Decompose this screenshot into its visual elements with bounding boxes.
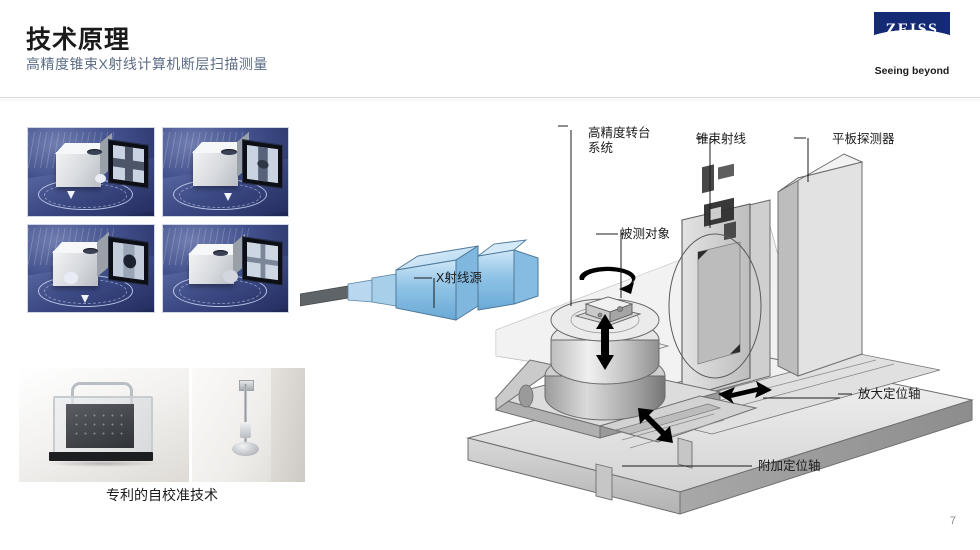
needle-base — [232, 442, 259, 456]
panel-direction-arrow — [66, 191, 75, 199]
calibration-panel-3 — [27, 223, 155, 313]
slide-header: 技术原理 高精度锥束X射线计算机断层扫描测量 ZEISS Seeing beyo… — [0, 0, 980, 102]
panel-direction-arrow — [223, 192, 232, 201]
photo-calibration-needle — [192, 368, 305, 482]
calibration-panel-2 — [161, 127, 289, 217]
header-divider-shadow — [0, 99, 980, 102]
auxiliary-axis-arrow — [638, 408, 673, 443]
zeiss-logo: ZEISS Seeing beyond — [864, 12, 960, 77]
panel-cube-artifact — [192, 150, 238, 186]
vertical-axis-arrow — [596, 314, 614, 370]
artifact-sphere-plate — [66, 404, 134, 448]
artifact-base-plate — [49, 452, 153, 461]
photo-calibration-artifact — [19, 368, 189, 482]
panel-detector — [242, 139, 283, 189]
label-source: X射线源 — [436, 271, 482, 285]
panel-detector — [107, 235, 149, 286]
zeiss-wordmark: ZEISS — [885, 21, 939, 38]
rotation-arrow — [579, 266, 636, 294]
leader-lines — [414, 125, 852, 467]
ct-system-diagram: 高精度转台 系统 锥束射线 平板探测器 被测对象 X射线源 放大定位轴 附加定位… — [300, 108, 980, 528]
panel-feature-marker — [94, 173, 106, 184]
panel-direction-arrow — [80, 294, 89, 303]
page-title: 技术原理 — [26, 26, 131, 54]
motion-arrows — [579, 266, 772, 443]
panel-cube-bore — [83, 248, 99, 255]
detector-radiograph — [702, 163, 736, 241]
calibration-panel-1 — [27, 127, 155, 217]
artifact-handle — [71, 382, 133, 405]
photo-backdrop-wall — [271, 368, 305, 482]
needle-collar — [240, 422, 251, 438]
rotary-table — [544, 296, 666, 421]
panel-cube-bore — [221, 149, 237, 156]
panel-cube-bore — [212, 249, 228, 256]
zeiss-tagline: Seeing beyond — [874, 65, 950, 77]
xray-source-tube — [300, 239, 539, 321]
panel-detector-image — [112, 144, 144, 184]
header-divider — [0, 97, 980, 98]
panel-cube-bore — [86, 149, 103, 156]
page-number: 7 — [949, 515, 956, 527]
artifact-shadow — [47, 460, 157, 467]
needle-shaft — [244, 384, 247, 446]
ct-diagram-svg — [300, 125, 974, 515]
panel-rotary-ring-inner — [178, 182, 262, 208]
calibration-photo-pair — [19, 368, 305, 482]
detector-assembly — [668, 153, 864, 399]
panel-detector-image — [112, 241, 144, 280]
panel-detector-image — [246, 241, 279, 280]
calibration-sequence-grid — [27, 127, 289, 313]
magnification-axis-arrow — [718, 381, 772, 404]
panel-detector-image — [246, 144, 279, 184]
label-rotary-stage: 高精度转台 系统 — [588, 126, 651, 155]
label-detector: 平板探测器 — [832, 132, 895, 146]
granite-base — [466, 353, 974, 515]
page-subtitle: 高精度锥束X射线计算机断层扫描测量 — [26, 56, 268, 72]
panel-feature-marker — [64, 271, 79, 284]
label-object: 被测对象 — [620, 227, 671, 241]
calibration-panel-4 — [161, 223, 289, 313]
label-magnification-axis: 放大定位轴 — [858, 387, 921, 401]
label-cone-beam: 锥束射线 — [696, 132, 747, 146]
label-auxiliary-axis: 附加定位轴 — [758, 459, 821, 473]
photo-caption: 专利的自校准技术 — [106, 487, 218, 503]
panel-cube-artifact — [55, 151, 101, 187]
panel-detector — [107, 139, 149, 189]
zeiss-logo-mark: ZEISS — [874, 12, 950, 54]
panel-feature-marker — [222, 270, 238, 284]
panel-detector — [242, 235, 283, 286]
